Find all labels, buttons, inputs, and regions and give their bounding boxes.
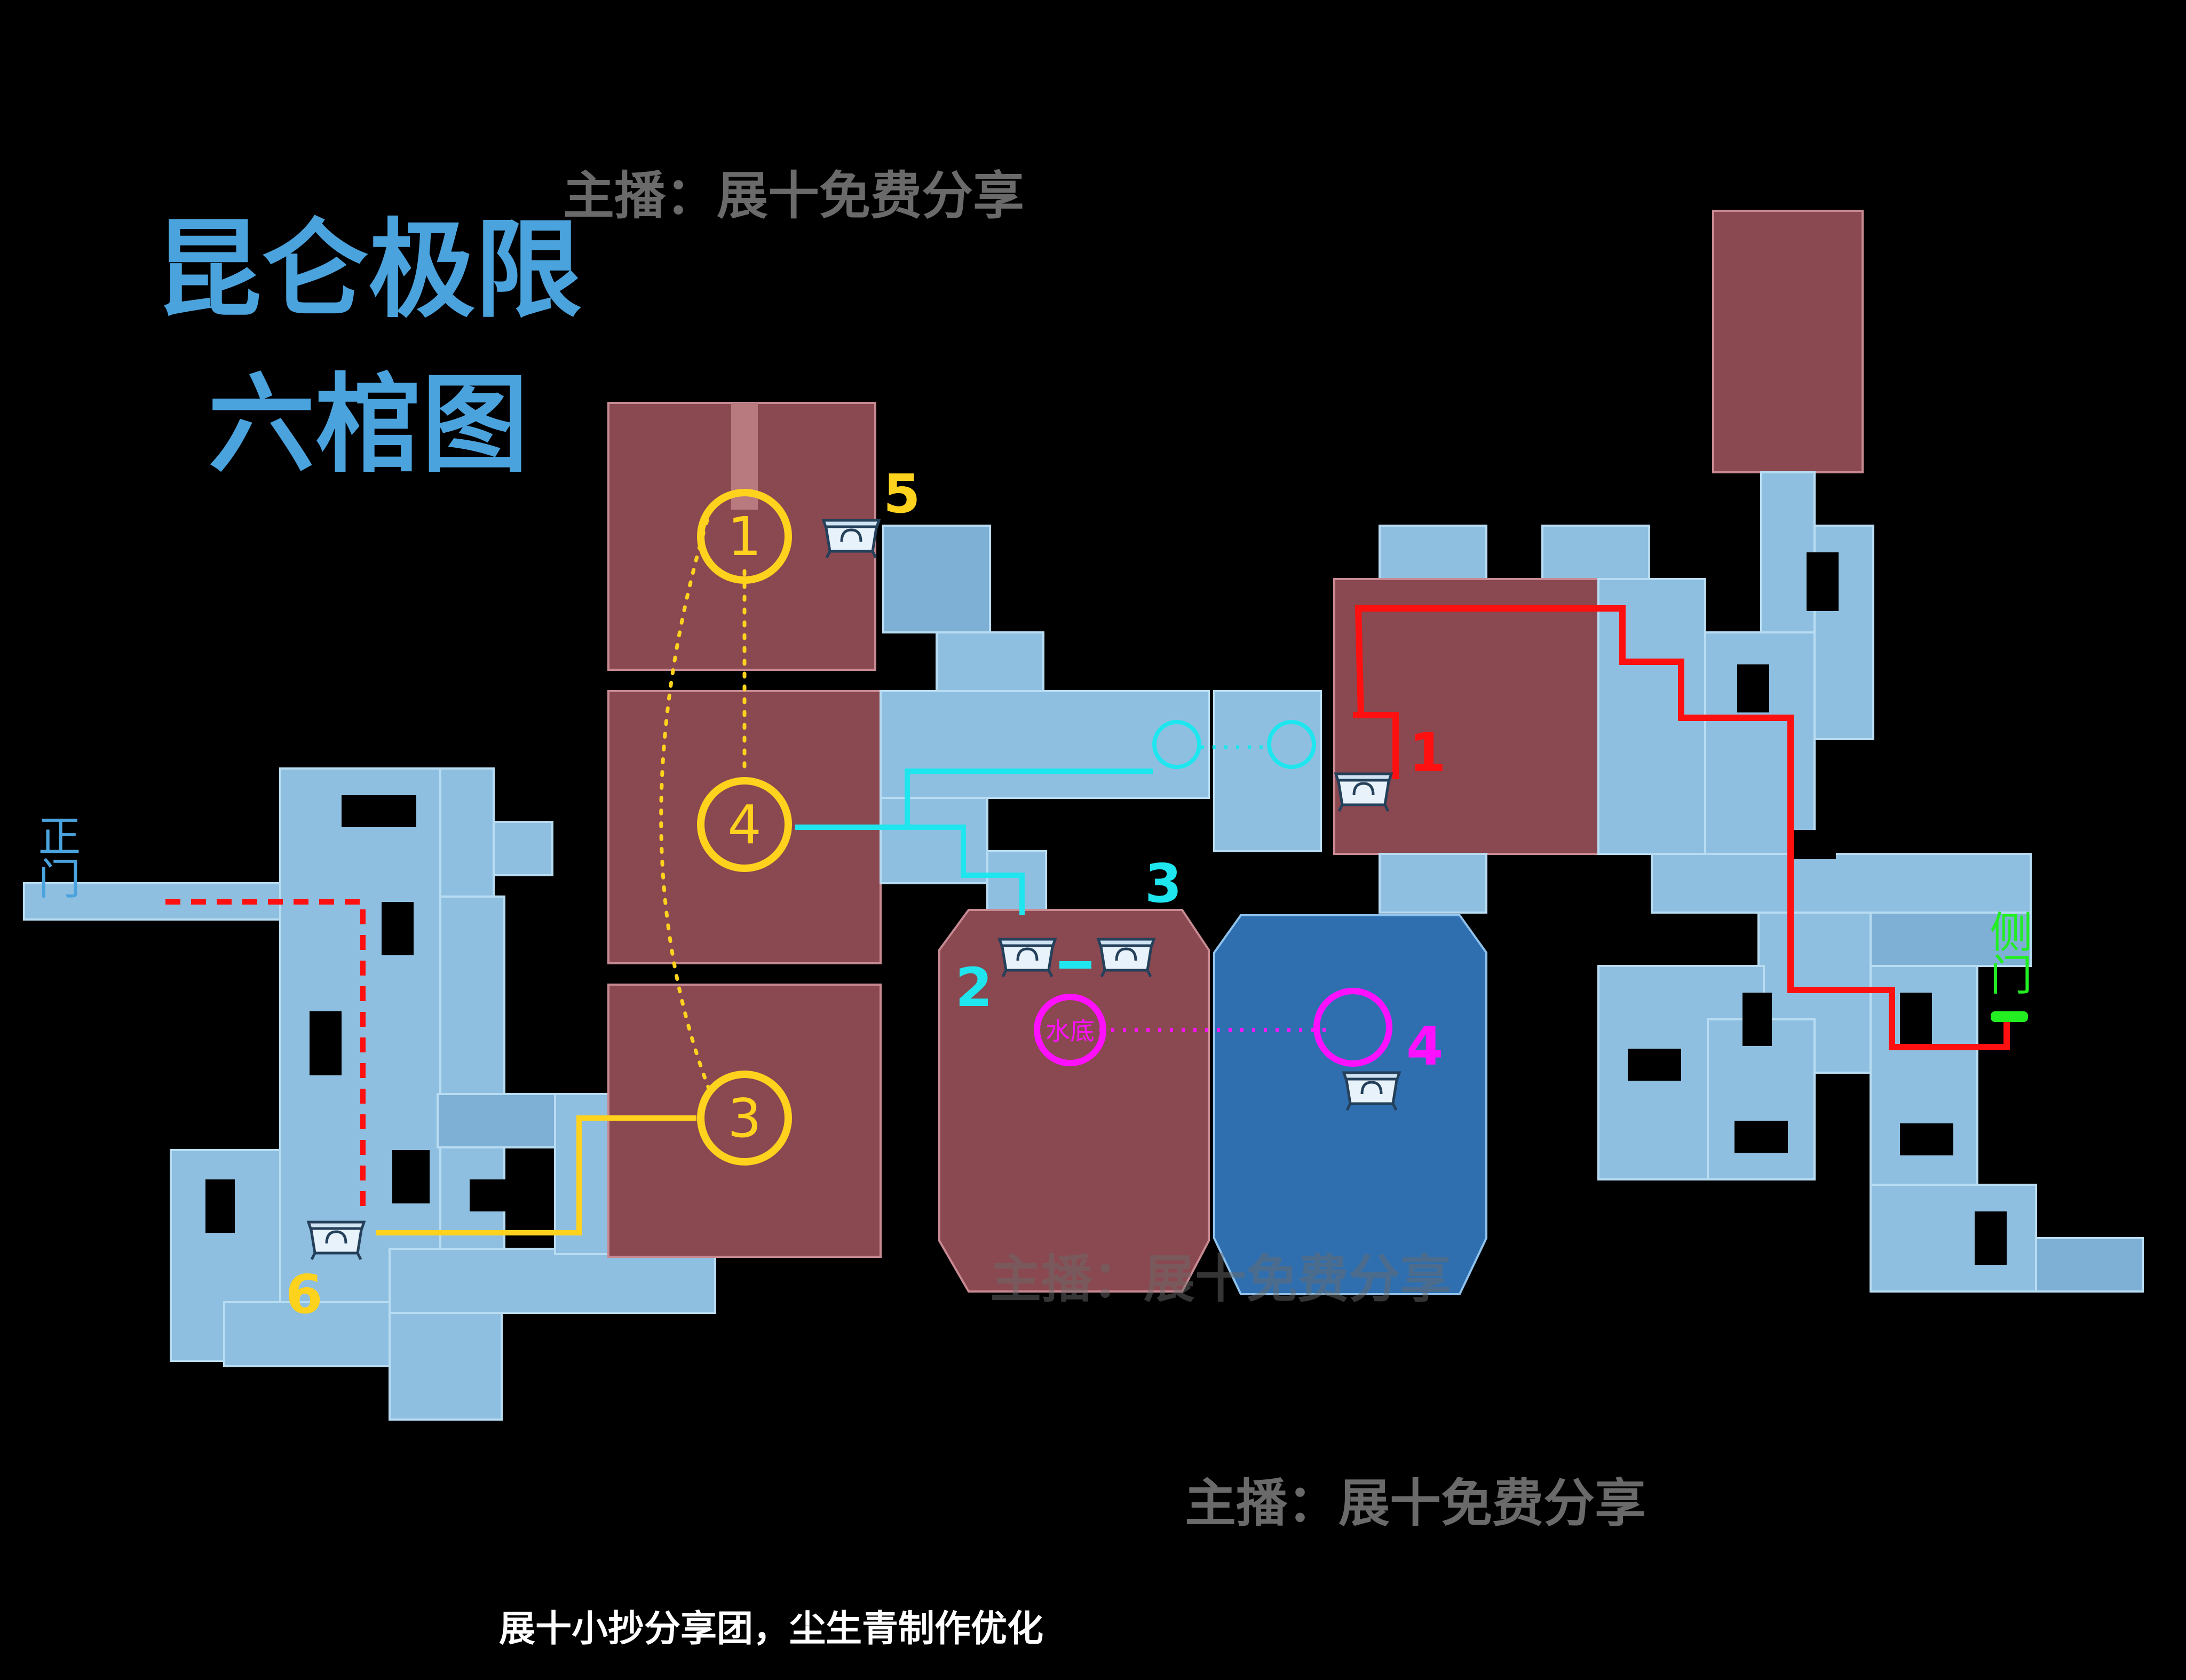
wall-block bbox=[1743, 993, 1772, 1046]
water-bottom-label: 水底 bbox=[1046, 1017, 1095, 1045]
left-room bbox=[439, 767, 495, 898]
page-title-line1: 昆仑极限 bbox=[155, 208, 582, 332]
coffin-icon bbox=[823, 520, 879, 558]
centre-room bbox=[1213, 690, 1322, 852]
wall-block bbox=[392, 1150, 430, 1203]
right-room bbox=[1651, 853, 2032, 914]
coffin-number: 5 bbox=[883, 463, 921, 525]
wall-block bbox=[1900, 993, 1932, 1046]
main-gate-label: 正门 bbox=[31, 814, 81, 899]
left-room bbox=[389, 1248, 716, 1314]
cyan-circle-marker bbox=[1152, 720, 1201, 769]
left-room bbox=[493, 821, 553, 876]
wall-block bbox=[1793, 830, 1836, 859]
wall-block bbox=[1734, 1121, 1788, 1153]
right-room bbox=[1870, 1184, 2037, 1293]
page-title-line2: 六棺图 bbox=[208, 363, 528, 487]
wall-block bbox=[1900, 1123, 1953, 1155]
left-building bbox=[23, 767, 716, 1421]
credit-text: 展十小抄分享团，尘生青制作优化 bbox=[499, 1608, 1043, 1650]
wall-block bbox=[1628, 1049, 1681, 1081]
coffin-number: 1 bbox=[1409, 722, 1446, 784]
yellow-route bbox=[376, 1115, 696, 1235]
wall-block bbox=[310, 1011, 342, 1075]
right-room bbox=[1379, 853, 1487, 914]
watermark: 主播：展十免费分享 bbox=[1185, 1473, 1646, 1533]
red-chamber bbox=[938, 909, 1210, 1293]
centre-room bbox=[986, 850, 1047, 911]
centre-room bbox=[936, 631, 1044, 692]
right-room bbox=[1379, 525, 1487, 580]
coffin-number: 3 bbox=[1145, 852, 1182, 915]
markers bbox=[697, 489, 1392, 1166]
wall-block bbox=[205, 1179, 235, 1233]
red-dashed-route bbox=[165, 899, 366, 1214]
top-tower-room bbox=[1712, 210, 1864, 473]
side-gate-mark bbox=[1991, 1011, 2028, 1022]
cyan-route bbox=[795, 825, 1025, 915]
coffin-icon bbox=[1336, 774, 1391, 811]
yellow-circle-marker bbox=[697, 489, 792, 584]
yellow-circle-marker bbox=[697, 777, 792, 872]
right-room bbox=[2035, 1237, 2144, 1293]
watermark: 主播：展十免费分享 bbox=[990, 1249, 1451, 1309]
routes bbox=[165, 518, 2028, 1235]
yellow-dotted-route bbox=[659, 518, 712, 1093]
wall-block bbox=[470, 1179, 523, 1211]
coffin-icon bbox=[1000, 939, 1055, 977]
side-gate-label: 侧门 bbox=[1983, 910, 2033, 995]
coffin-number: 2 bbox=[955, 956, 993, 1019]
centre-corridor bbox=[880, 690, 1210, 799]
watermark: 主播：展十免费分享 bbox=[563, 166, 1024, 226]
centre-building bbox=[880, 525, 1322, 911]
wall-block bbox=[1737, 664, 1769, 712]
right-building bbox=[1333, 210, 2144, 1293]
wall-block bbox=[342, 795, 416, 827]
yellow-circle-label: 4 bbox=[727, 794, 762, 856]
yellow-circle-label: 1 bbox=[727, 505, 762, 568]
right-room bbox=[1870, 912, 2032, 967]
magenta-circle-marker bbox=[1034, 994, 1106, 1066]
coffin-number: 6 bbox=[286, 1263, 323, 1326]
left-room bbox=[389, 1312, 503, 1421]
main-gate-corridor bbox=[23, 882, 281, 921]
cyan-route bbox=[905, 768, 1153, 825]
wall-block bbox=[382, 902, 414, 955]
left-room bbox=[437, 1093, 556, 1148]
cyan-circle-marker bbox=[1267, 720, 1316, 769]
centre-room bbox=[882, 525, 991, 633]
magenta-circle-marker bbox=[1313, 988, 1392, 1067]
right-room bbox=[1541, 525, 1650, 580]
yellow-circle-label: 3 bbox=[727, 1087, 762, 1150]
red-route bbox=[1353, 605, 2010, 1050]
coffin-icon bbox=[1344, 1073, 1399, 1110]
wall-block bbox=[1807, 552, 1839, 611]
yellow-circle-marker bbox=[697, 1071, 792, 1166]
wall-block bbox=[1975, 1211, 2007, 1265]
coffin-icon bbox=[1098, 939, 1154, 977]
labels: 1 4 3 1 2 3 4 5 6 水底 正门 侧门 昆仑极限 六棺图 主播：展… bbox=[31, 166, 2033, 1650]
centre-room bbox=[880, 797, 988, 884]
coffin-number: 4 bbox=[1406, 1015, 1444, 1077]
coffin-icon bbox=[308, 1222, 364, 1259]
